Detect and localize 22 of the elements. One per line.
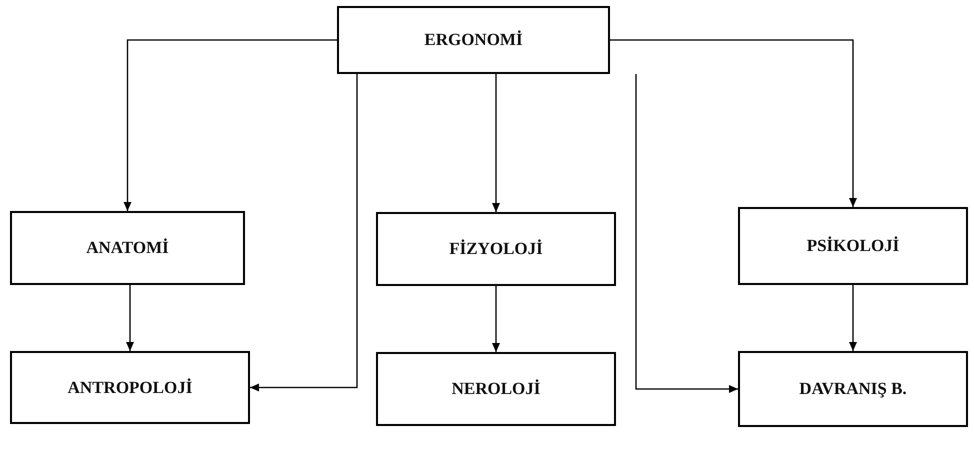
topic-box bbox=[738, 207, 968, 285]
box-label: DAVRANIŞ B. bbox=[799, 379, 907, 399]
arrow bbox=[124, 39, 337, 211]
topic-box bbox=[337, 6, 610, 74]
box-label: FİZYOLOJİ bbox=[449, 239, 543, 259]
box-label: PSİKOLOJİ bbox=[806, 236, 900, 256]
topic-box bbox=[376, 352, 616, 426]
arrow bbox=[126, 285, 134, 351]
box-label: ERGONOMİ bbox=[424, 30, 523, 50]
arrow bbox=[849, 285, 857, 351]
arrow bbox=[610, 39, 857, 207]
box-label: NEROLOJİ bbox=[452, 379, 540, 399]
topic-box bbox=[376, 212, 616, 286]
arrow bbox=[492, 286, 500, 352]
arrow bbox=[492, 74, 500, 212]
arrow bbox=[635, 74, 738, 393]
topic-box bbox=[738, 351, 968, 427]
arrow bbox=[250, 74, 358, 392]
box-label: ANTROPOLOJİ bbox=[68, 378, 192, 398]
box-label: ANATOMİ bbox=[86, 238, 169, 258]
topic-box bbox=[10, 211, 245, 285]
topic-box bbox=[10, 351, 250, 424]
